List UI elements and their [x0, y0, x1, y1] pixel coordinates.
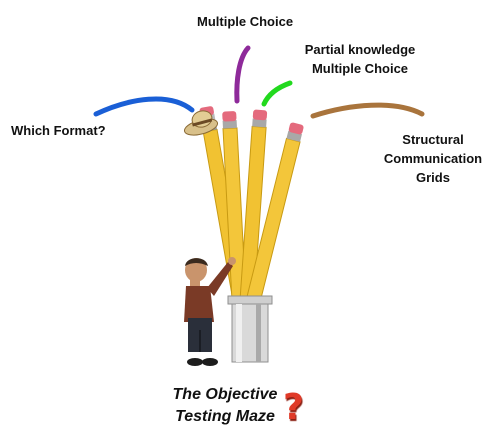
multiple-choice-label: Multiple Choice: [197, 14, 294, 29]
partial-knowledge-label: Partial knowledge Multiple Choice: [290, 40, 430, 78]
which-format-connector: [93, 96, 195, 117]
partial-knowledge-line2: Multiple Choice: [311, 61, 409, 76]
structural-grids-connector: [310, 102, 425, 119]
structural-grids-label: Structural Communication Grids: [370, 130, 496, 187]
which-format-label: Which Format?: [11, 123, 106, 138]
structural-grids-line1: Structural: [402, 132, 464, 147]
hat-icon: [183, 110, 219, 136]
structural-grids-line2: Communication: [383, 151, 483, 166]
boy-icon: [184, 257, 236, 366]
partial-knowledge-connector: [261, 80, 293, 107]
caption-line2: Testing Maze: [175, 408, 275, 425]
structural-grids-line3: Grids: [416, 170, 450, 185]
multiple-choice-connector: [234, 45, 251, 104]
question-mark-icon: ?: [283, 387, 304, 428]
diagram-caption: The Objective Testing Maze: [150, 384, 300, 428]
pencil-icon: [183, 106, 304, 363]
partial-knowledge-line1: Partial knowledge: [304, 42, 416, 57]
caption-line1: The Objective: [172, 386, 278, 403]
